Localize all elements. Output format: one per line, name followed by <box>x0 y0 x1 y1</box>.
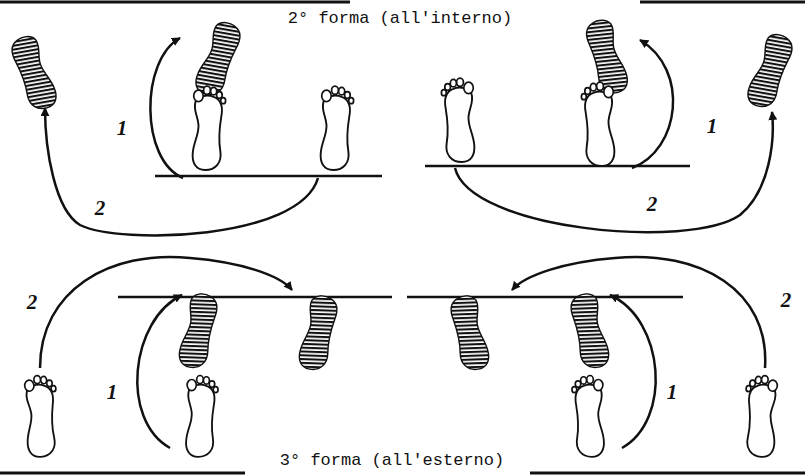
callout-number: 1 <box>667 382 678 403</box>
callout-number: 1 <box>707 116 718 137</box>
callout-number: 2 <box>27 292 38 313</box>
callout-number: 2 <box>95 198 106 219</box>
callout-number: 2 <box>781 290 792 311</box>
callout-number: 1 <box>117 118 128 139</box>
callout-number: 1 <box>107 382 118 403</box>
form-heading: 3° forma (all'esterno) <box>277 451 507 470</box>
form-heading: 2° forma (all'interno) <box>285 9 515 28</box>
callout-number: 2 <box>647 194 658 215</box>
